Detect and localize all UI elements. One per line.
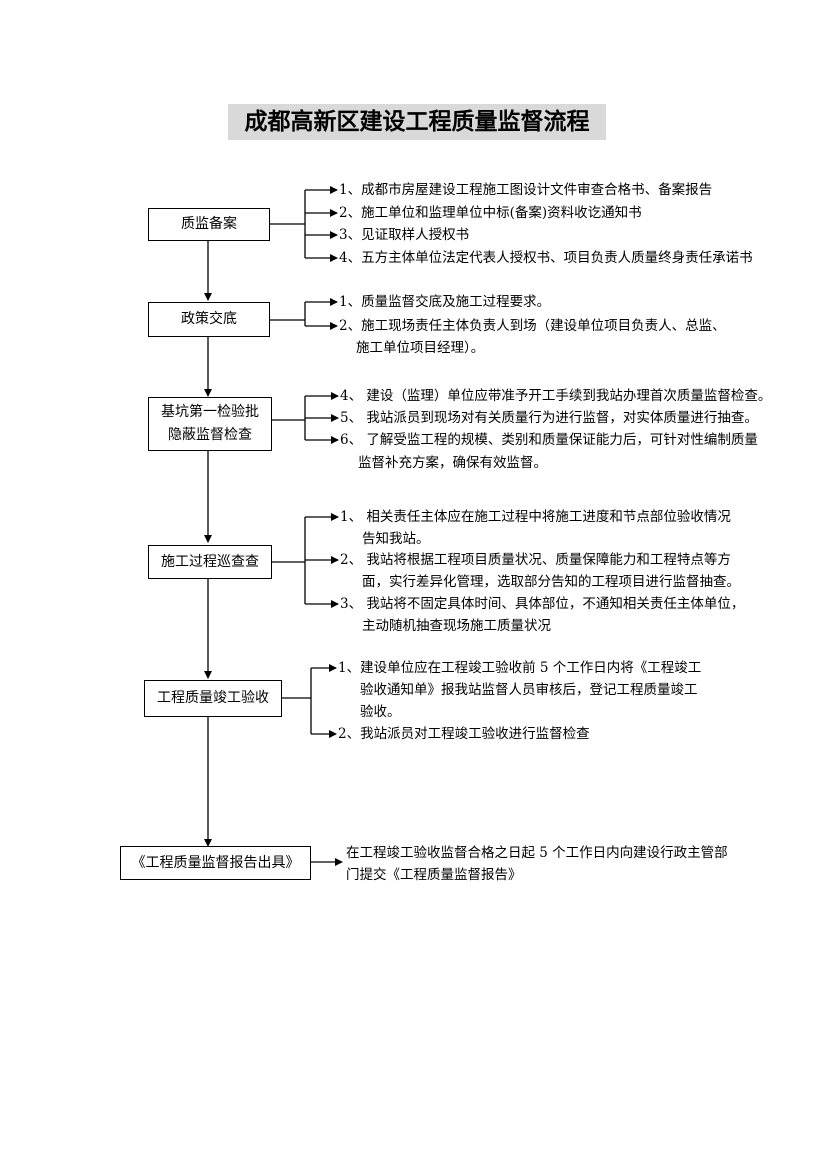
step-box-supervision-report: 《工程质量监督报告出具》	[120, 846, 311, 880]
page-title: 成都高新区建设工程质量监督流程	[228, 104, 606, 140]
note-text: 1、 相关责任主体应在施工过程中将施工进度和节点部位验收情况	[340, 509, 731, 525]
note-text: 3、 我站将不固定具体时间、具体部位，不通知相关责任主体单位，	[340, 596, 745, 612]
step-label-line: 基坑第一检验批	[161, 404, 259, 420]
step-box-foundation-inspection: 基坑第一检验批 隐蔽监督检查	[148, 397, 272, 451]
note-text: 验收通知单》报我站监督人员审核后，登记工程质量竣工	[360, 682, 698, 698]
step-box-filing: 质监备案	[148, 208, 270, 241]
note-text: 告知我站。	[362, 531, 430, 547]
step-box-policy-briefing: 政策交底	[148, 302, 270, 337]
note-text: 2、施工单位和监理单位中标(备案)资料收讫通知书	[339, 205, 642, 221]
step-box-completion-acceptance: 工程质量竣工验收	[144, 680, 282, 717]
note-text: 1、成都市房屋建设工程施工图设计文件审查合格书、备案报告	[339, 182, 713, 198]
note-text: 5、 我站派员到现场对有关质量行为进行监督，对实体质量进行抽查。	[340, 410, 758, 426]
step-box-construction-patrol: 施工过程巡查查	[148, 545, 272, 579]
note-text: 2、我站派员对工程竣工验收进行监督检查	[338, 726, 590, 742]
note-text: 施工单位项目经理）。	[356, 340, 485, 356]
step-label-line: 隐蔽监督检查	[168, 427, 252, 443]
note-text: 6、 了解受监工程的规模、类别和质量保证能力后，可针对性编制质量	[340, 432, 758, 448]
note-text: 门提交《工程质量监督报告》	[346, 867, 522, 883]
note-text: 监督补充方案，确保有效监督。	[358, 455, 547, 471]
note-text: 面，实行差异化管理，选取部分告知的工程项目进行监督抽查。	[362, 574, 740, 590]
note-text: 3、见证取样人授权书	[339, 227, 470, 243]
note-text: 2、 我站将根据工程项目质量状况、质量保障能力和工程特点等方	[340, 552, 731, 568]
note-text: 1、建设单位应在工程竣工验收前 5 个工作日内将《工程竣工	[338, 660, 702, 676]
note-text: 4、五方主体单位法定代表人授权书、项目负责人质量终身责任承诺书	[339, 250, 753, 266]
note-text: 1、质量监督交底及施工过程要求。	[339, 294, 551, 310]
note-text: 4、 建设（监理）单位应带准予开工手续到我站办理首次质量监督检查。	[340, 388, 772, 404]
note-text: 在工程竣工验收监督合格之日起 5 个工作日内向建设行政主管部	[346, 845, 728, 861]
note-text: 主动随机抽查现场施工质量状况	[362, 618, 551, 634]
note-text: 验收。	[360, 704, 401, 720]
note-text: 2、施工现场责任主体负责人到场（建设单位项目负责人、总监、	[339, 318, 726, 334]
